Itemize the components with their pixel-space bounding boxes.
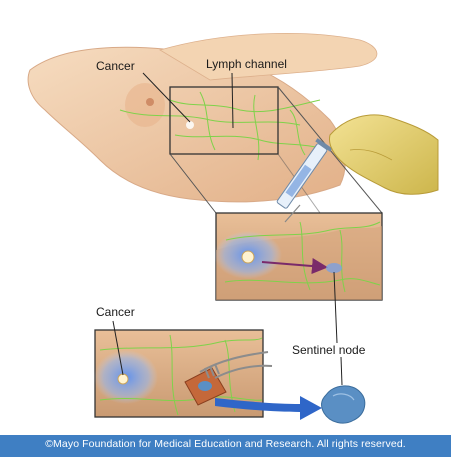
label-cancer-top: Cancer	[96, 59, 135, 73]
nipple	[146, 98, 154, 106]
copyright-text: ©Mayo Foundation for Medical Education a…	[0, 438, 451, 450]
injection-panel	[214, 213, 382, 300]
torso	[28, 33, 377, 201]
node-middle	[326, 263, 342, 273]
copyright-band: ©Mayo Foundation for Medical Education a…	[0, 435, 451, 457]
tumor-bottom	[118, 374, 128, 384]
gloved-hand	[329, 115, 438, 194]
label-sentinel-node: Sentinel node	[292, 343, 365, 357]
tumor-middle	[242, 251, 254, 263]
label-lymph-channel: Lymph channel	[206, 57, 287, 71]
label-cancer-bottom: Cancer	[96, 305, 135, 319]
tumor-top	[186, 121, 194, 129]
leader-sentinel-node-down	[341, 357, 342, 385]
node-in-incision	[198, 381, 212, 391]
sentinel-node-specimen	[322, 386, 365, 423]
